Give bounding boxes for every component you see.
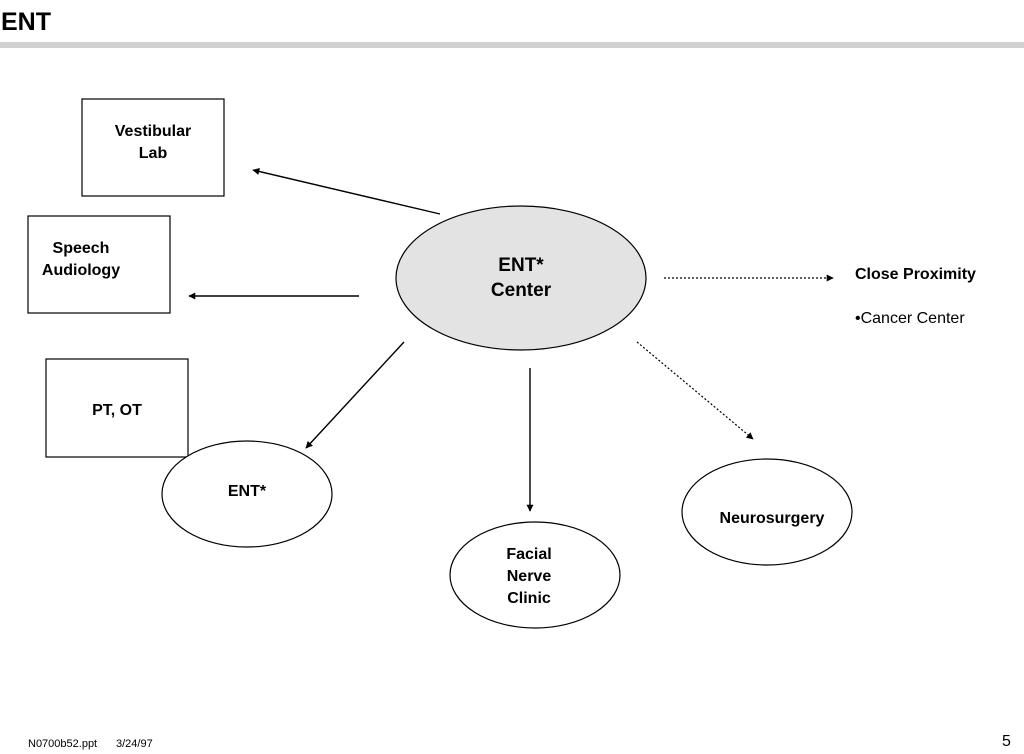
ent-center-label: ENT* Center [396,206,646,350]
vestibular-lab-line-2: Lab [138,144,168,162]
footer-date: 3/24/97 [116,738,153,750]
ent-center-ellipse [395,205,647,351]
pt-ot-line-1: PT, OT [92,402,142,419]
pt-ot-box [45,358,189,458]
neurosurgery-ellipse [681,458,853,566]
close-proximity-title: Close Proximity [855,266,976,283]
vestibular-lab-box [81,98,225,197]
neurosurgery-line-1: Neurosurgery [719,510,825,527]
speech-audiology-line-1: Speech [52,240,110,257]
ent-satellite-line-1: ENT* [227,483,267,500]
close-proximity-item: •Cancer Center [855,310,965,327]
facial-nerve-clinic-line-2: Nerve [506,568,552,585]
ent-center-line-1: ENT* [498,255,544,276]
facial-nerve-clinic-line-1: Facial [506,546,552,563]
title-divider [0,42,1024,48]
facial-nerve-clinic-label: Facial Nerve Clinic [444,522,614,632]
ent-satellite-label: ENT* [162,441,332,543]
neurosurgery-label: Neurosurgery [687,459,857,579]
page-title: ENT [1,8,51,36]
facial-nerve-clinic-line-3: Clinic [507,590,551,607]
facial-nerve-clinic-ellipse [449,521,621,629]
speech-audiology-box [27,215,171,314]
arrow-to-ent-satellite [305,341,405,449]
speech-audiology-label: Speech Audiology [28,216,134,308]
speech-audiology-line-2: Audiology [41,262,121,279]
arrow-to-vestibular-lab [252,168,441,215]
vestibular-lab-label: Vestibular Lab [82,99,224,196]
ent-satellite-ellipse [161,440,333,548]
footer-file-name: N0700b52.ppt [28,738,98,750]
dotted-arrow-to-neurosurgery [636,341,754,440]
vestibular-lab-line-1: Vestibular [114,122,192,140]
pt-ot-label: PT, OT [46,359,188,463]
page-number: 5 [1002,733,1011,750]
ent-center-line-2: Center [490,280,552,301]
